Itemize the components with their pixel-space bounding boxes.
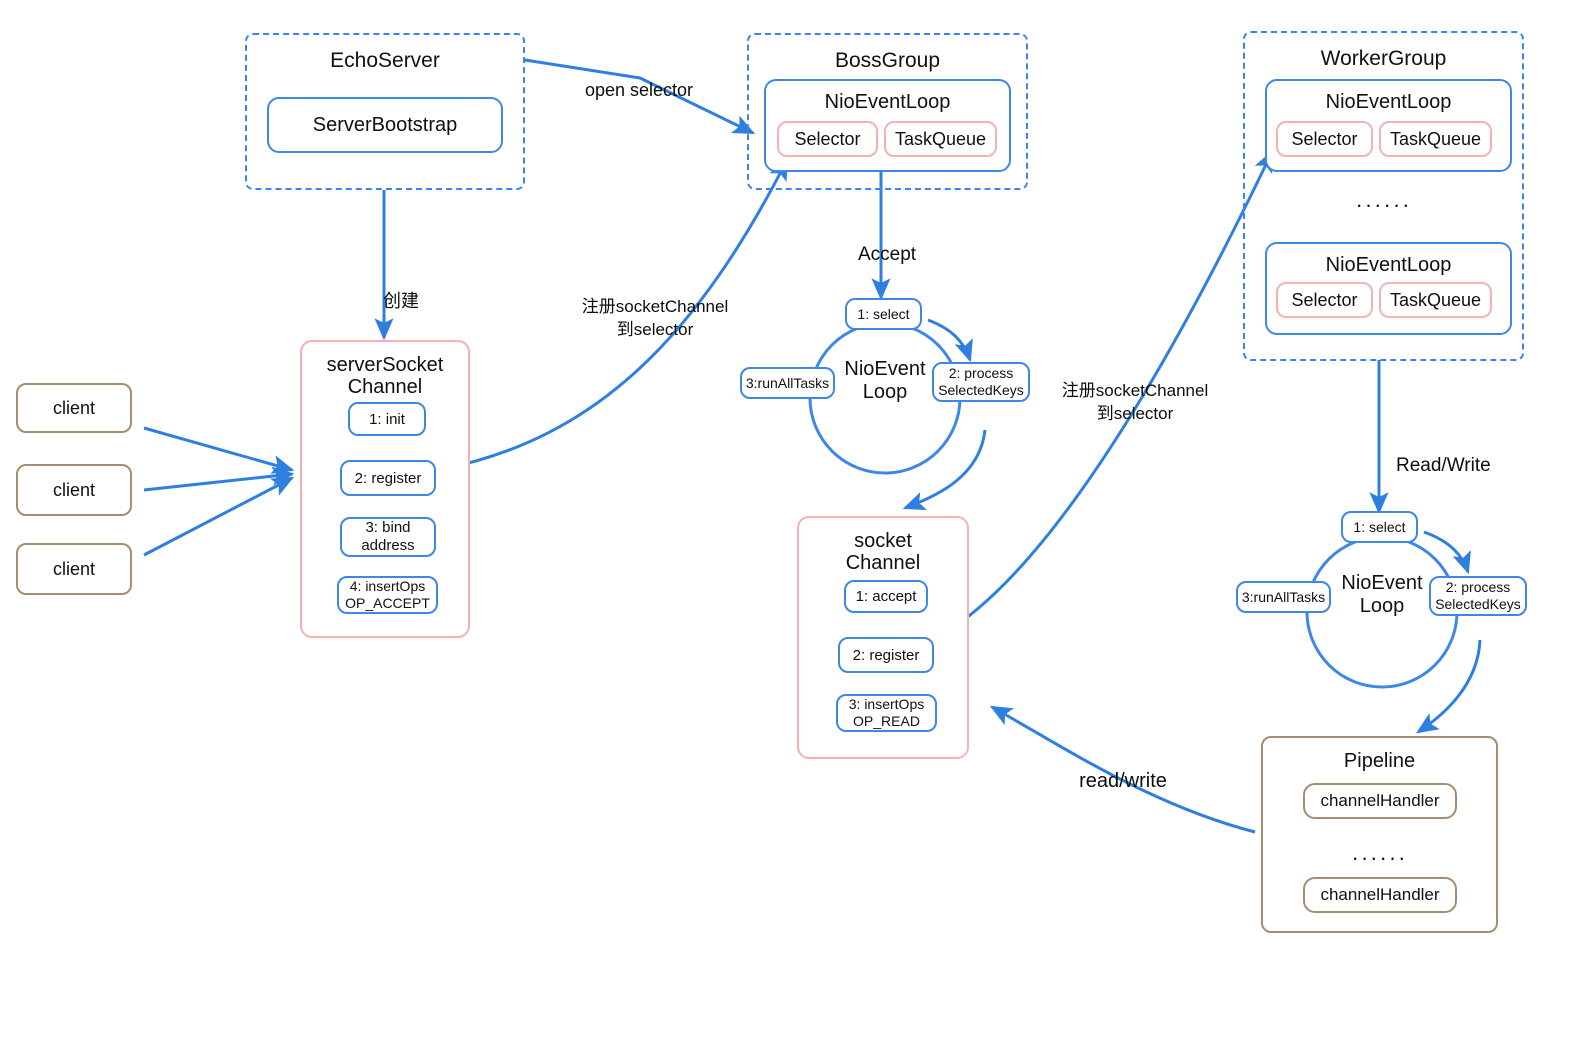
server-socket-channel-title: serverSocket Channel [302, 354, 468, 398]
sc-step-2[interactable]: 2: register [838, 637, 934, 673]
worker-cycle-center-line1: NioEvent [1341, 572, 1423, 594]
client-box-2[interactable]: client [16, 464, 132, 516]
boss-cycle-center-line1: NioEvent [844, 358, 926, 380]
label-create: 创建 [383, 291, 419, 311]
boss-cycle-center-label: NioEvent Loop [805, 358, 965, 404]
edge-client2 [143, 466, 295, 492]
ssc-step-4[interactable]: 4: insertOps OP_ACCEPT [337, 576, 438, 614]
channel-handler-1[interactable]: channelHandler [1303, 783, 1457, 819]
worker-group-ellipsis: ······ [1355, 192, 1412, 217]
echo-server-title: EchoServer [330, 49, 440, 72]
boss-cycle-step-runalltasks[interactable]: 3:runAllTasks [740, 367, 835, 399]
sc-step-3[interactable]: 3: insertOps OP_READ [836, 694, 937, 732]
edge-client3 [143, 476, 295, 557]
channel-handler-2[interactable]: channelHandler [1303, 877, 1457, 913]
boss-cycle-step-select[interactable]: 1: select [845, 298, 922, 330]
worker-cycle-center-label: NioEvent Loop [1302, 572, 1462, 618]
ssc-step-2[interactable]: 2: register [340, 460, 436, 496]
worker-taskqueue-box-1[interactable]: TaskQueue [1379, 121, 1492, 157]
label-open-selector: open selector [584, 80, 694, 100]
worker-selector-box-1[interactable]: Selector [1276, 121, 1373, 157]
worker-cycle-center-line2: Loop [1359, 595, 1405, 617]
client-box-3[interactable]: client [16, 543, 132, 595]
boss-nioeventloop-label: NioEventLoop [824, 91, 951, 113]
boss-cycle-center-line2: Loop [862, 381, 908, 403]
worker-group-title: WorkerGroup [1320, 47, 1447, 70]
pipeline-box: Pipeline [1261, 736, 1498, 933]
boss-taskqueue-box[interactable]: TaskQueue [884, 121, 997, 157]
socket-channel-title-line1: socket [854, 530, 912, 552]
worker-selector-box-2[interactable]: Selector [1276, 282, 1373, 318]
worker-cycle-step-runalltasks[interactable]: 3:runAllTasks [1236, 581, 1331, 613]
label-read-write-lower: read/write [1079, 770, 1167, 792]
worker-taskqueue-box-2[interactable]: TaskQueue [1379, 282, 1492, 318]
pipeline-ellipsis: ······ [1351, 845, 1408, 870]
socket-channel-title-line2: Channel [845, 552, 921, 574]
server-socket-channel-title-line1: serverSocket [326, 354, 444, 376]
boss-cycle-step-process[interactable]: 2: process SelectedKeys [932, 362, 1030, 402]
edge-client1 [143, 426, 295, 474]
sc-step-1[interactable]: 1: accept [844, 580, 928, 613]
client-box-1[interactable]: client [16, 383, 132, 433]
label-register-socketchannel-left: 注册socketChannel 到selector [581, 297, 729, 339]
pipeline-title: Pipeline [1343, 750, 1416, 772]
echo-server-group: EchoServer [245, 33, 525, 190]
socket-channel-title: socket Channel [799, 530, 967, 574]
worker-cycle-step-select[interactable]: 1: select [1341, 511, 1418, 543]
boss-group: BossGroup [747, 33, 1028, 190]
label-accept: Accept [858, 244, 917, 265]
worker-group: WorkerGroup [1243, 31, 1524, 361]
label-read-write-upper: Read/Write [1396, 455, 1491, 476]
boss-group-title: BossGroup [834, 49, 941, 72]
boss-selector-box[interactable]: Selector [777, 121, 878, 157]
server-socket-channel-title-line2: Channel [347, 376, 423, 398]
worker-cycle-step-process[interactable]: 2: process SelectedKeys [1429, 576, 1527, 616]
server-bootstrap-box[interactable]: ServerBootstrap [267, 97, 503, 153]
worker-nioeventloop-label-1: NioEventLoop [1325, 91, 1452, 113]
ssc-step-3[interactable]: 3: bind address [340, 517, 436, 557]
ssc-step-1[interactable]: 1: init [348, 402, 426, 436]
worker-nioeventloop-label-2: NioEventLoop [1325, 254, 1452, 276]
label-register-socketchannel-right: 注册socketChannel 到selector [1061, 381, 1209, 423]
